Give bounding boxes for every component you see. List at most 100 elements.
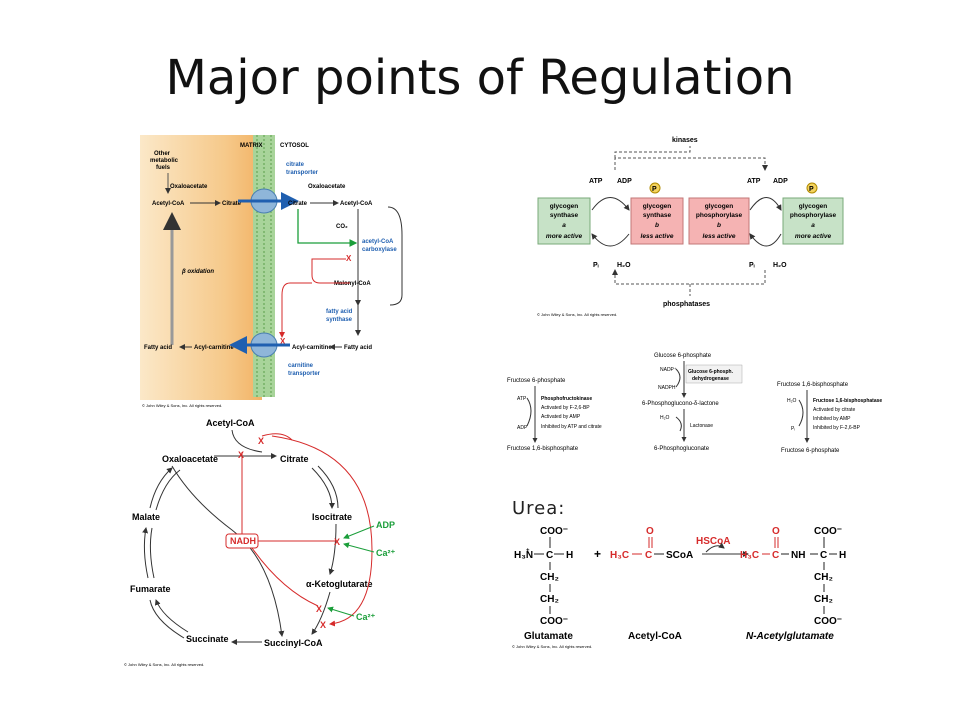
co2-label: CO₂ [336,224,348,230]
copyright-fa: © John Wiley & Sons, Inc. All rights res… [142,403,222,408]
tca-nadh: NADH [230,536,256,546]
svg-text:glycogen: glycogen [799,203,828,210]
svg-text:glycogen: glycogen [705,203,734,210]
pfk-note-1: Activated by F-2,6-BP [541,405,590,411]
fbpase-note-1: Activated by citrate [813,407,855,413]
svg-text:glycogen: glycogen [643,203,672,210]
nag-c2: C [820,550,827,561]
acetyl-o: O [646,526,654,537]
acetyl-h3c: H₃C [610,550,629,561]
inhibit-x-citrate-synthase: X [238,450,244,460]
fbpase-enzyme: Fructose 1,6-bisphosphatase [813,398,882,404]
atp-1: ATP [589,178,603,185]
acetyl-scoa: SCoA [666,550,693,561]
glycogen-synthase-b-box: glycogen synthase b less active [630,197,684,245]
atp-pfk: ATP [517,396,527,402]
other-fuels-label-1: Other [154,151,171,157]
h2o-g6pd: H₂O [660,415,670,421]
tca-malate: Malate [132,512,160,522]
citrate-transporter-label-1: citrate [286,162,305,168]
nag-ch2-2: CH₂ [814,594,833,605]
fatty-acid-regulation-diagram: MATRIX CYTOSOL Other metabolic fuels Oxa… [140,135,415,408]
carnitine-transporter-label-1: carnitine [288,363,314,369]
tca-succinylcoa: Succinyl-CoA [264,638,323,648]
glu-coo-top: COO⁻ [540,526,568,537]
tca-ca-2: Ca²⁺ [356,612,376,622]
acc-label-2: carboxylase [362,247,397,253]
other-fuels-label-2: metabolic [150,158,179,164]
glycogen-phosphorylase-a-box: glycogen phosphorylase a more active [782,197,844,245]
adp-1: ADP [617,178,632,185]
h2o-1: H₂O [617,262,631,269]
carnitine-transporter-label-2: transporter [288,371,321,377]
oxaloacetate-cytosol: Oxaloacetate [308,184,346,190]
glycogen-synthase-a-box: glycogen synthase a more active [537,197,591,245]
h2o-2: H₂O [773,262,787,269]
svg-text:less active: less active [703,233,736,240]
pfk-note-3: Inhibited by ATP and citrate [541,424,602,430]
matrix-region [140,135,262,400]
tca-ca-1: Ca²⁺ [376,548,396,558]
f6p-bottom-label: Fructose 6-phosphate [781,448,840,454]
f16bp-label: Fructose 1,6-bisphosphate [507,446,579,452]
tca-akg: α-Ketoglutarate [306,579,373,589]
acetylcoa-cytosol: Acetyl-CoA [340,201,373,207]
nag-ch2-1: CH₂ [814,572,833,583]
nag-synthesis-diagram: COO⁻ H₃N + C H CH₂ CH₂ COO⁻ Glutamate + … [512,526,846,649]
beta-oxidation-label: β oxidation [181,269,214,275]
svg-text:synthase: synthase [643,212,672,219]
nag-label: N-Acetylglutamate [746,631,834,642]
g6pd-regulation-diagram: Glucose 6-phosphate NADP⁺ NADPH Glucose … [642,353,743,452]
citrate-cytosol: Citrate [288,201,308,207]
inhibit-x-top: X [258,436,264,446]
citrate-transporter-label-2: transporter [286,170,319,176]
glu-h3n: H₃N [514,550,533,561]
nag-o: O [772,526,780,537]
glycogen-regulation-diagram: kinases ATP ADP ATP ADP P P glycogen syn… [537,137,844,317]
citrate-matrix: Citrate [222,201,242,207]
kinases-label: kinases [672,137,698,144]
urea-label: Urea: [512,498,566,519]
f16bp-top-label: Fructose 1,6-bisphosphate [777,382,849,388]
atp-2: ATP [747,178,761,185]
fbpase-note-3: Inhibited by F-2,6-BP [813,425,861,431]
tca-acetylcoa: Acetyl-CoA [206,418,255,428]
tca-adp: ADP [376,520,395,530]
tca-isocitrate: Isocitrate [312,512,352,522]
svg-text:more active: more active [546,233,583,240]
phosphate-label-1: P [652,186,657,193]
acetyl-c: C [645,550,652,561]
carnitine-transporter [229,332,290,358]
pfk-enzyme: Phosphofructokinase [541,396,592,402]
lactonase-label: Lactonase [690,423,713,429]
svg-text:+: + [526,548,530,554]
glu-h: H [566,550,573,561]
tca-fumarate: Fumarate [130,584,171,594]
svg-text:more active: more active [795,233,832,240]
copyright-urea: © John Wiley & Sons, Inc. All rights res… [512,644,592,649]
fatty-acid-matrix: Fatty acid [144,345,172,351]
matrix-label: MATRIX [240,143,263,149]
cytosol-region [262,135,415,400]
pfk-note-2: Activated by AMP [541,414,581,420]
phosphatases-label: phosphatases [663,301,710,308]
fbpase-regulation-diagram: Fructose 1,6-bisphosphate H₂O Pᵢ Fructos… [777,382,882,454]
oxaloacetate-matrix: Oxaloacetate [170,184,208,190]
g6p-label: Glucose 6-phosphate [654,353,712,359]
fbpase-note-2: Inhibited by AMP [813,416,851,422]
g6pd-enzyme-1: Glucose 6-phosph. [688,369,734,375]
hscoa-label: HSCoA [696,536,730,547]
acylcarnitine-cytosol: Acyl-carnitine [292,345,332,351]
inhibit-x-idh: X [334,537,340,547]
nag-h3c: H₃C [740,550,759,561]
nag-h: H [839,550,846,561]
pi-1: Pᵢ [593,262,599,269]
inhibit-x-akgdh: X [316,604,322,614]
nadp-label: NADP⁺ [660,367,677,373]
tca-succinate: Succinate [186,634,229,644]
acetylcoa-matrix: Acetyl-CoA [152,201,185,207]
copyright-glycogen: © John Wiley & Sons, Inc. All rights res… [537,312,617,317]
malonylcoa-label: Malonyl-CoA [334,281,371,287]
svg-text:synthase: synthase [550,212,579,219]
adp-2: ADP [773,178,788,185]
